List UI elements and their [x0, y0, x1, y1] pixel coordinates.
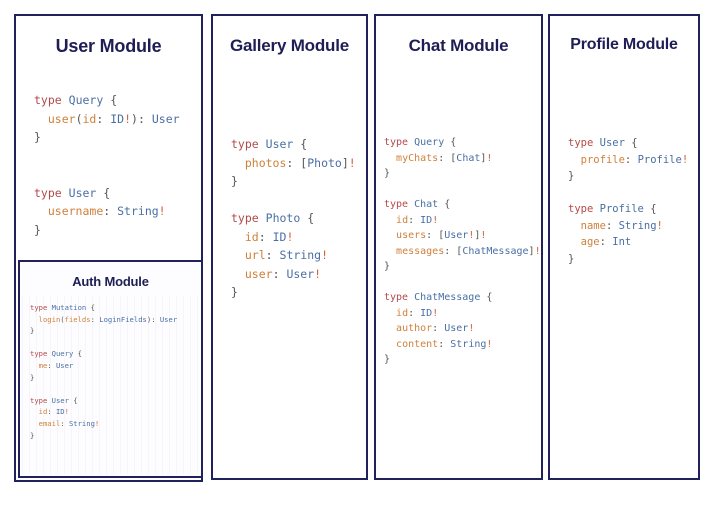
- module-panel-gallery[interactable]: Gallery Module type User { photos: [Phot…: [211, 14, 368, 480]
- schema-code-chat: type Query { myChats: [Chat]! } type Cha…: [384, 137, 541, 365]
- module-title-user: User Module: [55, 36, 162, 56]
- module-title-auth: Auth Module: [72, 274, 149, 289]
- module-panel-user[interactable]: User Module type Query { user(id: ID!): …: [14, 14, 203, 482]
- module-title-profile: Profile Module: [570, 36, 678, 53]
- module-panel-chat[interactable]: Chat Module type Query { myChats: [Chat]…: [374, 14, 543, 480]
- schema-code-profile: type User { profile: Profile! } type Pro…: [568, 137, 689, 265]
- module-title-gallery: Gallery Module: [229, 36, 350, 55]
- module-title-chat: Chat Module: [408, 36, 509, 55]
- schema-code-gallery: type User { photos: [Photo]! } type Phot…: [231, 137, 356, 299]
- module-panel-auth[interactable]: Auth Module type Mutation { login(fields…: [18, 260, 203, 478]
- schema-code-user: type Query { user(id: ID!): User } type …: [34, 93, 180, 237]
- schema-code-auth: type Mutation { login(fields: LoginField…: [30, 303, 178, 440]
- module-panel-profile[interactable]: Profile Module type User { profile: Prof…: [548, 14, 700, 480]
